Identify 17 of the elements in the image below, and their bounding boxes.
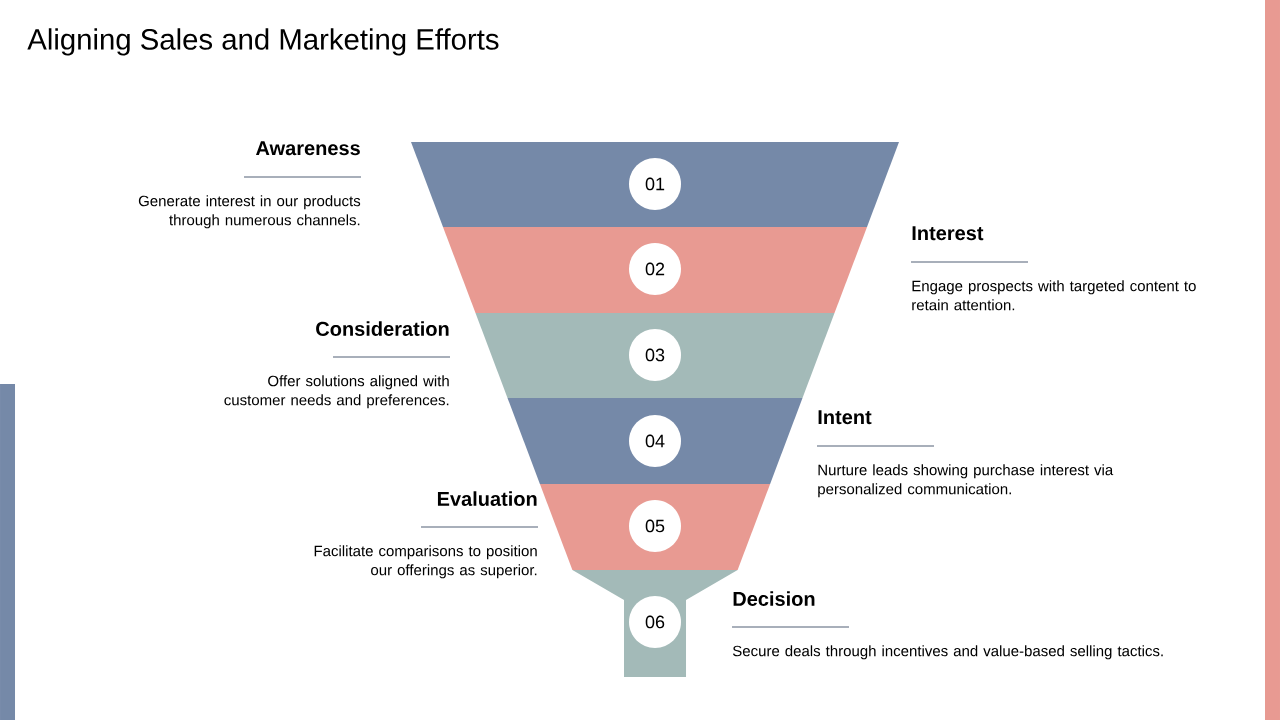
stage-description: Facilitate comparisons to position our offerings as superior. [314,545,537,579]
node-label: 05 [645,519,665,533]
stage-description: Generate interest in our products through numerous channels. [138,195,361,229]
stage-heading: Awareness [256,141,360,156]
stage-heading: Interest [912,226,984,241]
stage-heading: Decision [733,591,815,606]
stage-description: Engage prospects with targeted content to retain attention. [912,280,1196,311]
stage-description: Offer solutions aligned with customer needs and preferences. [224,375,449,409]
stage-heading: Evaluation [437,491,537,506]
node-label: 04 [645,434,665,448]
stage-description: Secure deals through incentives and value-based selling tactics. [732,645,1163,660]
title: Aligning Sales and Marketing Efforts [27,28,499,56]
stage-heading: Consideration [316,321,449,336]
stage-description: Nurture leads showing purchase interest via personalized communication. [818,464,1114,498]
stage-heading: Intent [818,410,872,425]
node-label: 03 [645,348,665,362]
node-label: 06 [645,615,665,629]
